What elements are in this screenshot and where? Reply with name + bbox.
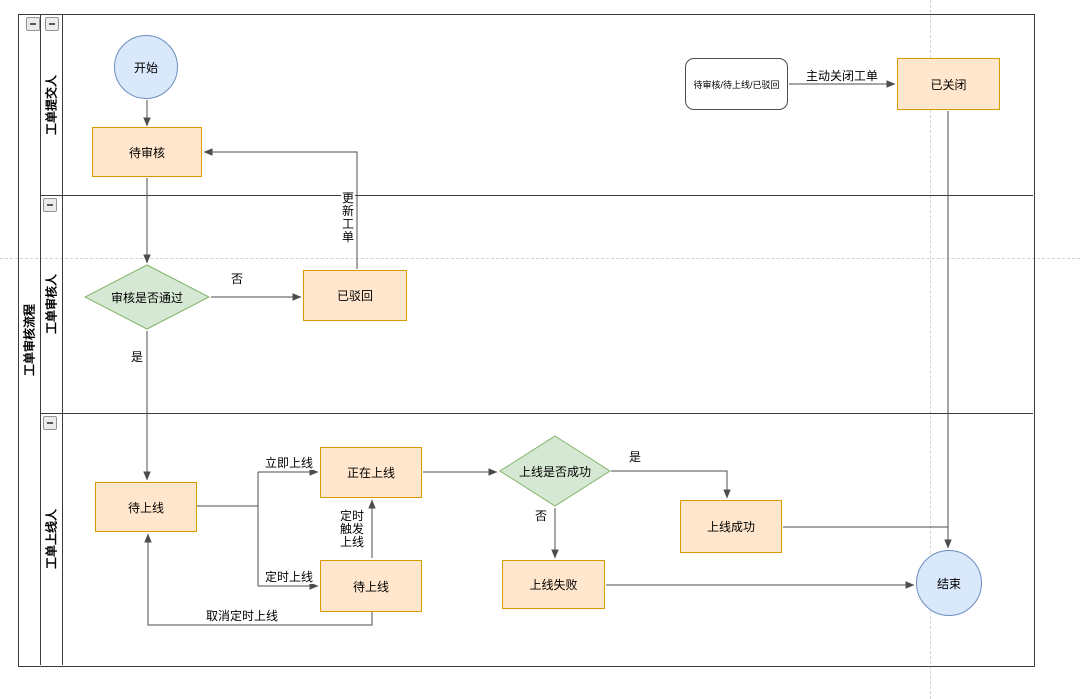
lane-label: 工单上线人 [44, 508, 59, 570]
edge-label-manual-close: 主动关闭工单 [806, 69, 879, 83]
node-label: 待审核/待上线/已驳回 [693, 79, 780, 90]
lane-label-reviewer[interactable]: 工单审核人 [40, 195, 62, 413]
minus-icon [47, 422, 53, 424]
node-label: 待上线 [127, 500, 164, 515]
node-end[interactable]: 结束 [916, 550, 982, 616]
edge-label-scheduled-launch: 定时上线 [265, 570, 314, 584]
edge-label-update-ticket: 更新工单 [341, 191, 355, 244]
node-label: 已驳回 [336, 289, 373, 303]
edge-label-timer-trigger-launch: 定时 触发 上线 [334, 510, 370, 549]
node-launching[interactable]: 正在上线 [320, 447, 422, 498]
node-review-decision[interactable]: 审核是否通过 [84, 264, 210, 330]
node-label: 正在上线 [346, 466, 395, 480]
edge-label-launch-no: 否 [535, 509, 548, 523]
pool-title: 工单审核流程 [22, 303, 37, 376]
node-any-open-status[interactable]: 待审核/待上线/已驳回 [685, 58, 788, 110]
node-pending-launch[interactable]: 待上线 [95, 482, 197, 532]
edge-label-immediate-launch: 立即上线 [265, 456, 314, 470]
node-label: 上线成功 [706, 520, 755, 534]
pool-title-cell[interactable]: 工单审核流程 [18, 14, 40, 665]
lane-label-deployer[interactable]: 工单上线人 [40, 413, 62, 665]
diamond-shape [499, 435, 611, 507]
node-launch-success[interactable]: 上线成功 [680, 500, 782, 553]
node-label: 待上线 [352, 579, 389, 594]
collapse-lane-deployer-icon[interactable] [43, 416, 57, 430]
minus-icon [30, 23, 36, 25]
lane-label-divider [62, 14, 63, 665]
page-guide-horizontal [0, 258, 1080, 259]
pool-ticket-review-process[interactable] [18, 14, 1035, 667]
node-rejected[interactable]: 已驳回 [303, 270, 407, 321]
lane-divider-2 [40, 413, 1033, 414]
edge-label-review-no: 否 [231, 272, 244, 286]
minus-icon [47, 204, 53, 206]
node-label: 上线失败 [529, 578, 578, 592]
node-label: 上线是否成功 [518, 464, 591, 479]
edge-label-launch-yes: 是 [629, 450, 642, 464]
page-guide-vertical [930, 0, 931, 699]
node-label: 审核是否通过 [110, 290, 183, 305]
node-closed[interactable]: 已关闭 [897, 58, 1000, 110]
node-scheduled-pending-launch[interactable]: 待上线 [320, 560, 422, 612]
lane-divider-1 [40, 195, 1033, 196]
node-label: 结束 [936, 576, 961, 591]
pool-title-divider [40, 14, 41, 665]
node-label: 已关闭 [930, 77, 967, 92]
diamond-shape [84, 264, 210, 330]
node-pending-review[interactable]: 待审核 [92, 127, 202, 177]
minus-icon [49, 23, 55, 25]
node-launch-failed[interactable]: 上线失败 [502, 560, 605, 609]
node-label: 待审核 [128, 145, 165, 160]
collapse-lane-submitter-icon[interactable] [45, 17, 59, 31]
lane-label-submitter[interactable]: 工单提交人 [40, 14, 62, 195]
edge-label-cancel-scheduled-launch: 取消定时上线 [206, 609, 279, 623]
lane-label: 工单审核人 [44, 273, 59, 335]
edge-label-review-yes: 是 [131, 350, 144, 364]
node-start[interactable]: 开始 [114, 35, 178, 99]
node-launch-decision[interactable]: 上线是否成功 [499, 435, 611, 507]
collapse-pool-icon[interactable] [26, 17, 40, 31]
collapse-lane-reviewer-icon[interactable] [43, 198, 57, 212]
lane-label: 工单提交人 [44, 74, 59, 135]
node-label: 开始 [133, 60, 158, 75]
